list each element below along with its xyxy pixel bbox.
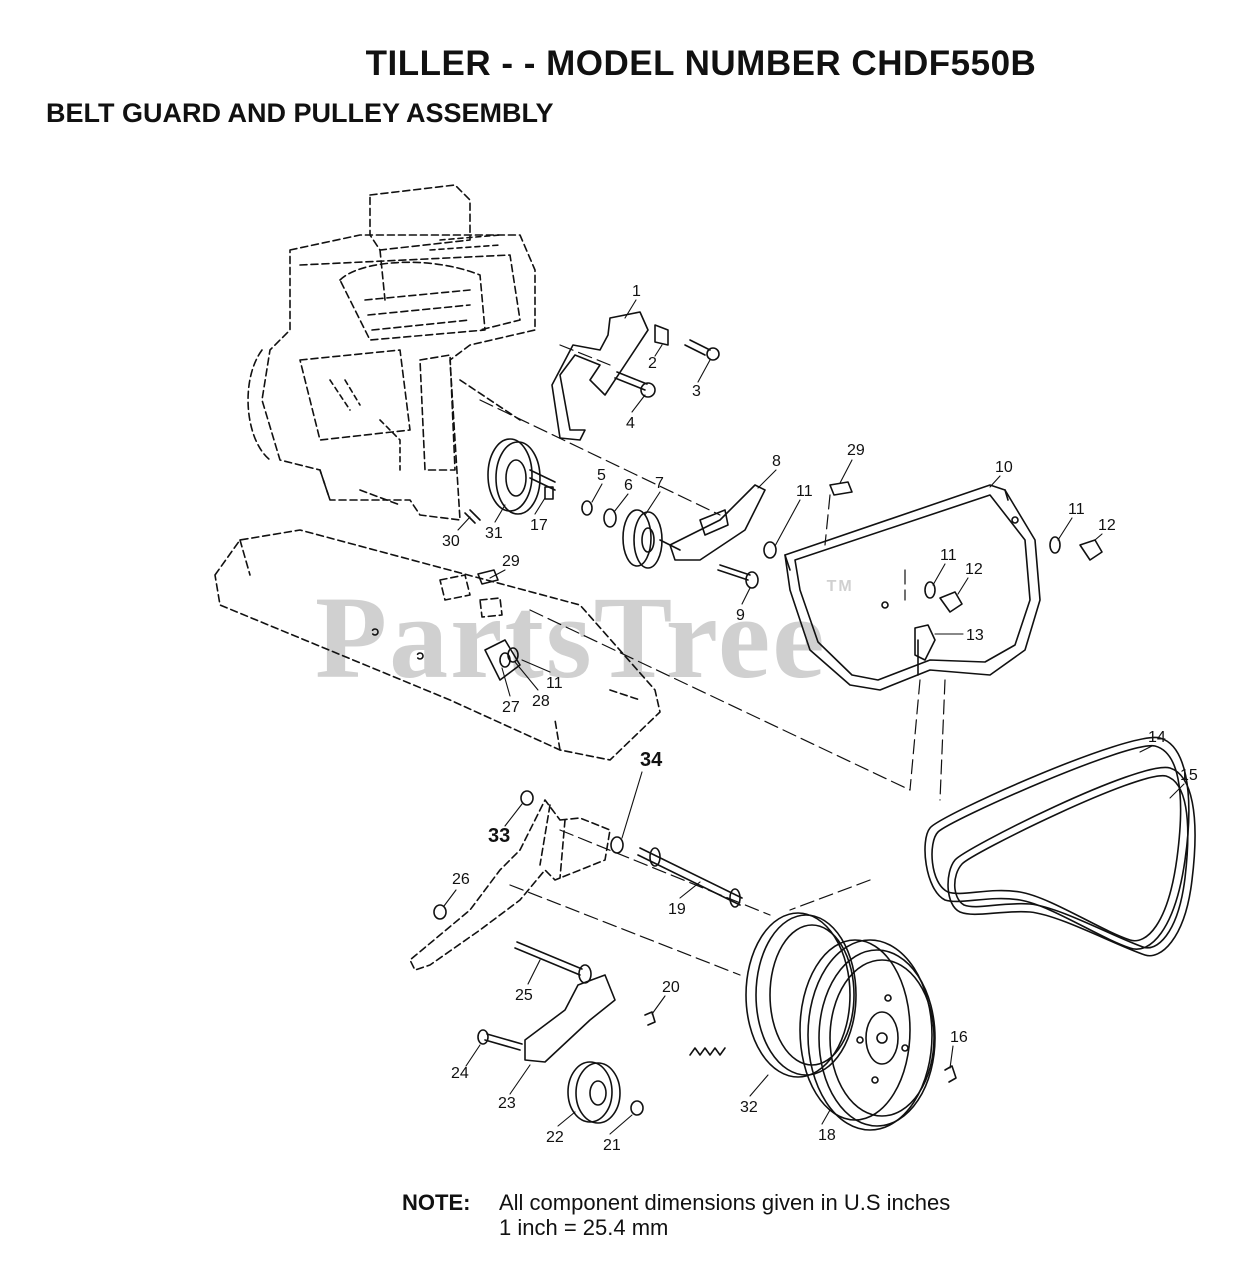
callout-16: 16 <box>950 1029 968 1046</box>
callout-9: 9 <box>736 607 745 624</box>
bolt-part-9 <box>717 564 759 589</box>
callout-7: 7 <box>655 475 664 492</box>
side-plate <box>409 799 611 971</box>
callout-12b: 12 <box>965 561 983 578</box>
callout-13: 13 <box>966 627 984 644</box>
deck-plate-parts-27-28 <box>484 639 521 681</box>
page-title: TILLER - - MODEL NUMBER CHDF550B <box>365 44 1037 83</box>
spring <box>689 1047 726 1056</box>
tiller-deck <box>214 529 661 761</box>
belt-guard-part-10 <box>784 484 1041 691</box>
note-line-2: 1 inch = 25.4 mm <box>499 1215 669 1240</box>
idler-bracket-part-8 <box>669 484 766 561</box>
assembly-subtitle: BELT GUARD AND PULLEY ASSEMBLY <box>46 98 554 128</box>
callout-5: 5 <box>597 467 606 484</box>
note-line-1: All component dimensions given in U.S in… <box>499 1190 951 1215</box>
callout-11d: 11 <box>546 675 563 692</box>
callout-19: 19 <box>668 901 686 918</box>
idler-pulley-part-22 <box>567 1061 621 1124</box>
clip-part-29-deck <box>477 569 499 585</box>
drive-pulley-part-18 <box>799 939 936 1131</box>
nut-part-26 <box>433 904 447 920</box>
callout-10: 10 <box>995 459 1013 476</box>
callout-12a: 12 <box>1098 517 1116 534</box>
washer-part-33 <box>520 790 534 806</box>
callout-4: 4 <box>626 415 635 432</box>
alignment-lines <box>479 344 946 976</box>
washer-part-11b <box>924 536 1061 599</box>
bolt-part-4 <box>614 371 656 398</box>
callout-11b: 11 <box>1068 501 1085 518</box>
bolt-part-24 <box>477 1029 523 1051</box>
engine-outline <box>247 184 536 521</box>
washer-part-11 <box>763 541 777 559</box>
callout-3: 3 <box>692 383 701 400</box>
note-label: NOTE: <box>402 1190 471 1215</box>
watermark-text: PartsTree <box>315 572 827 703</box>
clip-part-29 <box>829 481 853 496</box>
shaft-part-25 <box>514 941 592 984</box>
bolt-part-13 <box>914 624 936 676</box>
callout-24: 24 <box>451 1065 469 1082</box>
watermark-tm: TM <box>826 578 854 595</box>
engine-detail-lines <box>329 234 501 471</box>
nut-part-12 <box>939 539 1103 613</box>
pulley-part-7 <box>622 509 681 569</box>
callout-15: 15 <box>1180 767 1198 784</box>
clip-part-20 <box>644 1011 656 1026</box>
callout-17: 17 <box>530 517 548 534</box>
callout-34: 34 <box>640 749 663 771</box>
callout-30: 30 <box>442 533 460 550</box>
callout-33: 33 <box>488 825 510 847</box>
nut-part-21 <box>630 1100 644 1116</box>
key-part-17 <box>544 486 554 500</box>
callout-11a: 11 <box>796 483 813 500</box>
callout-8: 8 <box>772 453 781 470</box>
callout-21: 21 <box>603 1137 621 1154</box>
callout-18: 18 <box>818 1127 836 1144</box>
callout-32: 32 <box>740 1099 758 1116</box>
dimension-note: NOTE: All component dimensions given in U… <box>402 1190 950 1240</box>
callout-labels: 1 2 3 4 5 6 7 8 9 10 11 11 11 11 12 12 1… <box>442 283 1198 1154</box>
leader-lines <box>443 299 1185 1135</box>
callout-29b: 29 <box>502 553 520 570</box>
setscrew-part-30 <box>464 509 481 524</box>
callout-6: 6 <box>624 477 633 494</box>
callout-23: 23 <box>498 1095 516 1112</box>
washer-part-5 <box>581 500 593 516</box>
callout-1: 1 <box>632 283 641 300</box>
callout-26: 26 <box>452 871 470 888</box>
drive-belt-part-15 <box>947 766 1196 957</box>
watermark: PartsTreeTM <box>315 570 854 706</box>
shaft-part-19 <box>637 847 743 908</box>
engine-pulley-part-31 <box>487 438 556 515</box>
clip-part-2 <box>654 324 669 346</box>
callout-28: 28 <box>532 693 550 710</box>
callout-2: 2 <box>648 355 657 372</box>
callout-14: 14 <box>1148 729 1166 746</box>
clip-part-16 <box>944 1065 957 1083</box>
callout-11c: 11 <box>940 547 957 564</box>
callout-22: 22 <box>546 1129 564 1146</box>
callout-29a: 29 <box>847 442 865 459</box>
washer-part-6 <box>603 508 617 528</box>
washer-part-34 <box>610 836 624 854</box>
callout-27: 27 <box>502 699 520 716</box>
idler-arm-part-23 <box>524 974 616 1063</box>
callout-20: 20 <box>662 979 680 996</box>
callout-25: 25 <box>515 987 533 1004</box>
drive-pulley-part-32 <box>745 912 857 1078</box>
bolt-part-3 <box>684 339 720 361</box>
callout-31: 31 <box>485 525 503 542</box>
